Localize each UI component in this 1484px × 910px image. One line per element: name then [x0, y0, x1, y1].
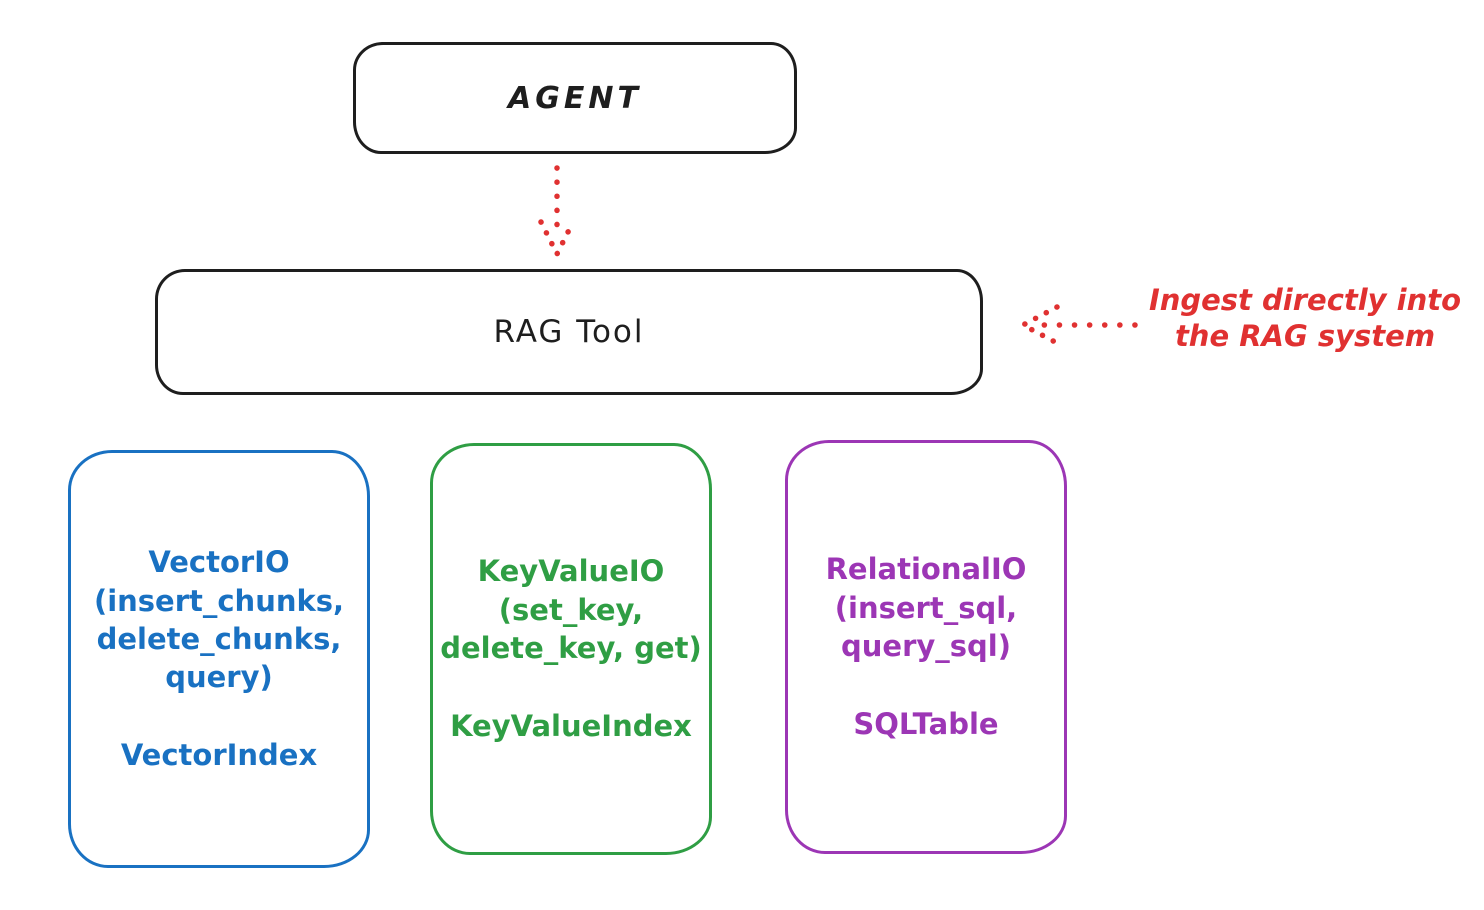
agent-to-rag-arrow-icon — [538, 165, 576, 257]
keyvalueindex-label: KeyValueIndex — [450, 709, 692, 744]
ingest-arrow-icon — [1020, 304, 1138, 346]
vectorio-methods-label: VectorIO (insert_chunks, delete_chunks, … — [93, 545, 345, 695]
agent-box-label: AGENT — [508, 80, 642, 116]
vectorindex-label: VectorIndex — [120, 738, 318, 773]
backend-box-relationalio: RelationalIO (insert_sql, query_sql) SQL… — [785, 440, 1067, 854]
sqltable-label: SQLTable — [853, 707, 999, 742]
relationalio-methods-label: RelationalIO (insert_sql, query_sql) — [825, 552, 1027, 663]
rag-tool-box-label: RAG Tool — [493, 314, 645, 350]
backend-box-keyvalueio: KeyValueIO (set_key, delete_key, get) Ke… — [430, 443, 712, 855]
backend-box-vectorio: VectorIO (insert_chunks, delete_chunks, … — [68, 450, 370, 868]
rag-tool-box: RAG Tool — [155, 269, 983, 395]
keyvalueio-methods-label: KeyValueIO (set_key, delete_key, get) — [440, 554, 702, 665]
ingest-annotation: Ingest directly into the RAG system — [1148, 283, 1462, 354]
agent-box: AGENT — [353, 42, 797, 154]
